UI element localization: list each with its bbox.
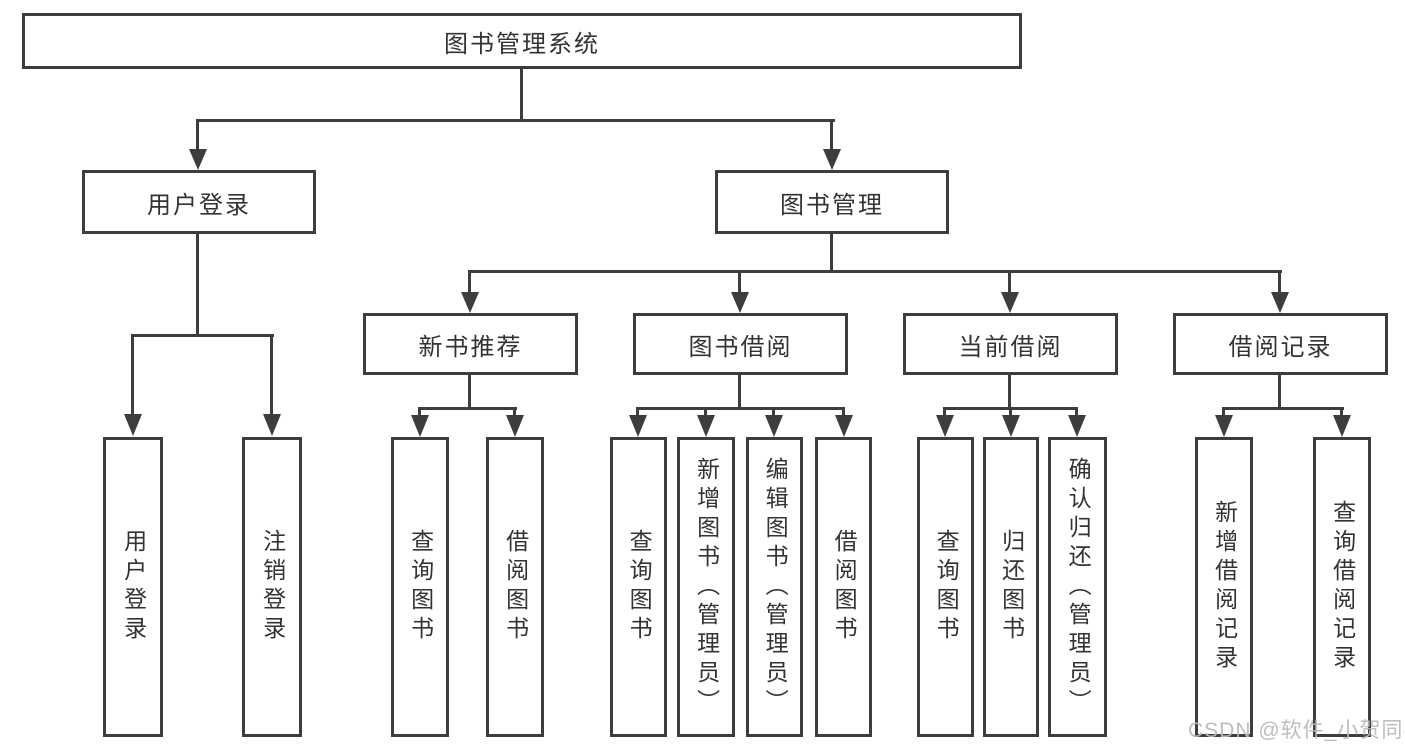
node-bb-edit-label: 编辑图书（管理员） [762, 456, 789, 718]
connector-drop-br-query [1340, 407, 1343, 419]
connector-drop-ul-login [131, 334, 134, 415]
node-bb-query-label: 查询图书 [626, 529, 653, 645]
arrow-down-icon [1068, 415, 1086, 437]
connector-drop-cb-return [1009, 407, 1012, 419]
connector-drop-bb-borrow [842, 407, 845, 419]
arrow-down-icon [1271, 292, 1289, 313]
connector-drop-bb-edit [772, 407, 775, 419]
node-nb-query: 查询图书 [391, 437, 449, 737]
arrow-down-icon [936, 415, 954, 437]
arrow-down-icon [731, 292, 749, 313]
node-borrow-records-label: 借阅记录 [1228, 333, 1333, 361]
node-user-login-label: 用户登录 [147, 191, 251, 219]
node-ul-login-label: 用户登录 [120, 529, 147, 645]
node-nb-borrow: 借阅图书 [486, 437, 544, 737]
node-bb-add: 新增图书（管理员） [677, 437, 735, 737]
node-borrow-records: 借阅记录 [1173, 313, 1388, 375]
node-root: 图书管理系统 [22, 13, 1022, 69]
arrow-down-icon [765, 415, 783, 437]
connector-drop-bb-add [704, 407, 707, 419]
node-bb-add-label: 新增图书（管理员） [693, 456, 720, 718]
node-cb-return-label: 归还图书 [998, 529, 1025, 645]
arrow-down-icon [835, 415, 853, 437]
connector-g3-stem [1008, 375, 1011, 410]
node-ul-login: 用户登录 [103, 437, 163, 737]
node-current-borrow: 当前借阅 [903, 313, 1118, 375]
node-book-borrow: 图书借阅 [633, 313, 848, 375]
arrow-down-icon [1333, 415, 1351, 437]
node-cb-query: 查询图书 [917, 437, 974, 737]
node-bb-borrow: 借阅图书 [815, 437, 872, 737]
connector-user-login-stem [196, 234, 199, 337]
arrow-down-icon [189, 149, 207, 170]
connector-drop-book-borrow [738, 270, 741, 294]
node-new-book-rec: 新书推荐 [363, 313, 578, 375]
node-br-add: 新增借阅记录 [1195, 437, 1253, 737]
node-nb-query-label: 查询图书 [407, 529, 434, 645]
arrow-down-icon [461, 292, 479, 313]
node-bb-edit: 编辑图书（管理员） [746, 437, 803, 737]
watermark-text: CSDN @软件_小贺同学 [1188, 719, 1405, 742]
connector-drop-borrow-records [1278, 270, 1281, 294]
node-bb-query: 查询图书 [610, 437, 667, 737]
arrow-down-icon [1001, 292, 1019, 313]
connector-drop-nb-query [418, 407, 421, 419]
connector-drop-ul-logout [270, 334, 273, 415]
connector-drop-br-add [1222, 407, 1225, 419]
node-br-query-label: 查询借阅记录 [1329, 500, 1356, 674]
arrow-down-icon [124, 414, 142, 436]
arrow-down-icon [506, 415, 524, 437]
node-cb-confirm-label: 确认归还（管理员） [1065, 456, 1092, 718]
connector-g2-stem [738, 375, 741, 410]
node-br-add-label: 新增借阅记录 [1211, 500, 1238, 674]
node-ul-logout-label: 注销登录 [259, 529, 286, 645]
node-cb-return: 归还图书 [983, 437, 1039, 737]
node-cb-confirm: 确认归还（管理员） [1048, 437, 1107, 737]
node-book-borrow-label: 图书借阅 [688, 333, 793, 361]
arrow-down-icon [629, 415, 647, 437]
arrow-down-icon [263, 414, 281, 436]
connector-book-mgmt-branch [468, 270, 1282, 273]
node-cb-query-label: 查询图书 [933, 529, 960, 645]
connector-g2-branch [637, 407, 845, 410]
connector-drop-cb-query [943, 407, 946, 419]
connector-user-login-branch [131, 334, 274, 337]
node-current-borrow-label: 当前借阅 [958, 333, 1063, 361]
connector-g4-stem [1278, 375, 1281, 410]
connector-g1-stem [468, 375, 471, 410]
connector-g1-branch [418, 407, 517, 410]
arrow-down-icon [1002, 415, 1020, 437]
connector-book-mgmt-stem [830, 234, 833, 273]
node-book-mgmt-label: 图书管理 [780, 191, 884, 219]
connector-root-branch [196, 119, 835, 122]
arrow-down-icon [697, 415, 715, 437]
node-new-book-rec-label: 新书推荐 [418, 333, 523, 361]
node-bb-borrow-label: 借阅图书 [831, 529, 858, 645]
node-nb-borrow-label: 借阅图书 [502, 529, 529, 645]
connector-root-stem [520, 68, 523, 121]
arrow-down-icon [411, 415, 429, 437]
connector-drop-user-login [196, 119, 199, 151]
connector-drop-new-book-rec [468, 270, 471, 294]
connector-drop-book-mgmt [830, 119, 833, 151]
node-book-mgmt: 图书管理 [715, 170, 949, 234]
connector-drop-bb-query [636, 407, 639, 419]
node-ul-logout: 注销登录 [242, 437, 302, 737]
connector-drop-current-borrow [1008, 270, 1011, 294]
node-br-query: 查询借阅记录 [1313, 437, 1371, 737]
arrow-down-icon [823, 149, 841, 170]
arrow-down-icon [1215, 415, 1233, 437]
node-root-label: 图书管理系统 [444, 30, 600, 58]
node-user-login: 用户登录 [82, 170, 316, 234]
connector-drop-cb-confirm [1075, 407, 1078, 419]
connector-drop-nb-borrow [513, 407, 516, 419]
connector-g4-branch [1222, 407, 1344, 410]
